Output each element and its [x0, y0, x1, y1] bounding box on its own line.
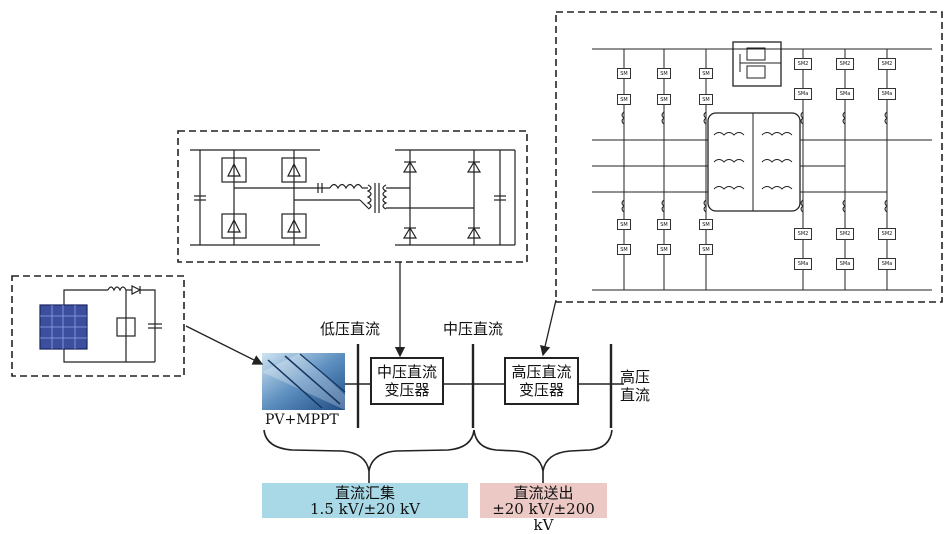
- pv-panel-image: [262, 353, 346, 410]
- medium-voltage-dc-label: 中压直流: [443, 320, 504, 338]
- submodule: SM2: [836, 58, 854, 70]
- submodule: SMa: [836, 258, 854, 270]
- submodule: SM: [617, 94, 631, 105]
- dc-transmission-range: ±20 kV/±200 kV: [492, 500, 595, 534]
- pv-boost-schematic: [11, 275, 185, 377]
- dc-transmission-band: 直流送出 ±20 kV/±200 kV: [480, 483, 607, 533]
- submodule: SMa: [878, 88, 896, 100]
- high-voltage-dc-label-line2: 直流: [620, 386, 651, 404]
- mv-dc-transformer-block: 中压直流 变压器: [370, 357, 444, 405]
- submodule: SM: [699, 219, 713, 230]
- diagram-canvas: [11, 11, 943, 483]
- submodule: SM2: [878, 58, 896, 70]
- high-voltage-dc-label-line1: 高压: [620, 368, 651, 386]
- submodule: SMa: [836, 88, 854, 100]
- submodule: SMa: [794, 88, 812, 100]
- submodule: SM: [657, 219, 671, 230]
- submodule: SM: [699, 244, 713, 255]
- submodule: SM: [617, 68, 631, 79]
- mmc-schematic: [555, 11, 943, 303]
- mv-dc-transformer-line1: 中压直流: [376, 363, 437, 381]
- hv-dc-transformer-line2: 变压器: [518, 381, 564, 399]
- dc-collection-band: 直流汇集 1.5 kV/±20 kV: [262, 483, 468, 518]
- submodule: SM2: [794, 228, 812, 240]
- pv-mppt-label: PV+MPPT: [265, 412, 339, 428]
- submodule: SM2: [836, 228, 854, 240]
- submodule: SM: [657, 68, 671, 79]
- low-voltage-dc-label: 低压直流: [320, 320, 381, 338]
- hv-dc-transformer-block: 高压直流 变压器: [504, 357, 579, 405]
- submodule: SM: [617, 219, 631, 230]
- submodule: SM: [657, 94, 671, 105]
- dc-collection-range: 1.5 kV/±20 kV: [310, 500, 420, 518]
- submodule: SM2: [878, 228, 896, 240]
- submodule: SM2: [794, 58, 812, 70]
- dc-transmission-title: 直流送出: [513, 484, 574, 502]
- submodule: SM: [699, 94, 713, 105]
- dc-collection-title: 直流汇集: [334, 484, 395, 502]
- dab-converter-schematic: [177, 130, 528, 263]
- system-bus-diagram: [263, 344, 624, 483]
- hv-dc-transformer-line1: 高压直流: [511, 363, 572, 381]
- submodule: SM: [699, 68, 713, 79]
- mv-dc-transformer-line2: 变压器: [384, 381, 430, 399]
- submodule: SM: [617, 244, 631, 255]
- connector-arrows: [185, 262, 557, 365]
- submodule: SM: [657, 244, 671, 255]
- submodule: SMa: [878, 258, 896, 270]
- submodule: SMa: [794, 258, 812, 270]
